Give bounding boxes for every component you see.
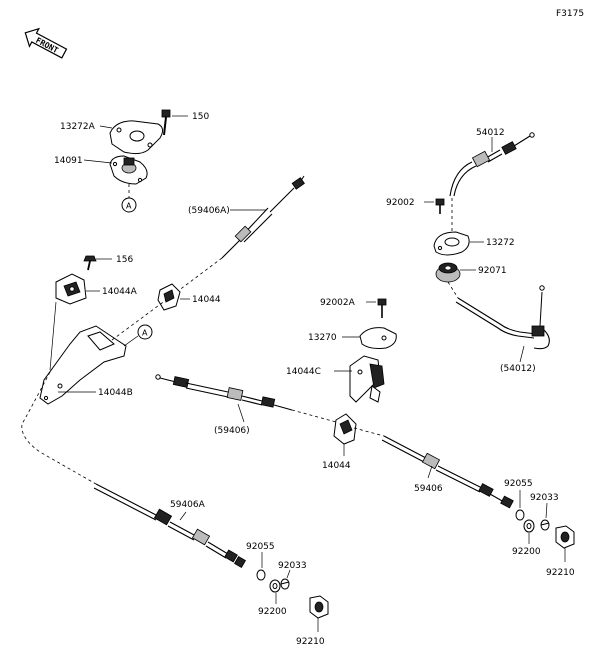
washer-92055-right <box>515 509 525 521</box>
bracket-14044a <box>55 273 87 305</box>
bolt-156 <box>83 255 97 271</box>
label-92200-left: 92200 <box>258 607 287 617</box>
label-59406a: 59406A <box>170 500 206 510</box>
holder-14091 <box>109 155 148 185</box>
label-92033-left: 92033 <box>278 561 307 571</box>
lockwasher-92033-left <box>280 578 290 590</box>
clamp-14044-left <box>157 283 181 311</box>
clamp-14044-middle <box>333 413 357 445</box>
bolt-92002a <box>377 298 387 318</box>
label-54012-paren: (54012) <box>500 364 536 374</box>
label-54012: 54012 <box>476 128 505 138</box>
label-92210-left: 92210 <box>296 637 325 647</box>
cable-59406-right <box>381 435 514 509</box>
lockwasher-92033-right <box>540 519 550 531</box>
page-code: F3175 <box>556 9 584 19</box>
gasket-13272 <box>433 231 470 256</box>
label-13272: 13272 <box>486 238 515 248</box>
label-59406: 59406 <box>414 484 443 494</box>
washer-92200-left <box>269 579 281 593</box>
gasket-13272a <box>109 120 164 155</box>
label-92055-right: 92055 <box>504 479 533 489</box>
label-14044-middle: 14044 <box>322 461 351 471</box>
label-92002: 92002 <box>386 198 415 208</box>
label-59406-paren: (59406) <box>214 426 250 436</box>
cable-59406a-lower <box>93 483 247 569</box>
nut-92210-right <box>555 525 575 549</box>
cable-59406a-upper <box>221 175 305 259</box>
ref-marker-a-lower: A <box>137 324 153 340</box>
label-92002a: 92002A <box>320 298 356 308</box>
grommet-92071 <box>435 262 461 283</box>
bolt-92002 <box>435 198 445 214</box>
label-92200-right: 92200 <box>512 547 541 557</box>
label-92033-right: 92033 <box>530 493 559 503</box>
ref-marker-a-lower-text: A <box>142 329 148 338</box>
nut-92210-left <box>309 595 329 619</box>
bracket-14044b <box>39 325 127 405</box>
label-14044a: 14044A <box>102 287 138 297</box>
label-150: 150 <box>192 112 209 122</box>
label-92210-right: 92210 <box>546 568 575 578</box>
label-13270: 13270 <box>308 333 337 343</box>
label-92071: 92071 <box>478 266 507 276</box>
bracket-14044c <box>349 355 385 403</box>
label-13272a: 13272A <box>60 122 96 132</box>
ref-marker-a-upper: A <box>121 197 137 213</box>
label-92055-left: 92055 <box>246 542 275 552</box>
label-14044c: 14044C <box>286 367 321 377</box>
label-14044-left: 14044 <box>192 295 221 305</box>
washer-92200-right <box>523 519 535 533</box>
label-14091: 14091 <box>54 156 83 166</box>
cable-54012-lower <box>455 285 550 350</box>
label-156: 156 <box>116 255 133 265</box>
front-arrow-icon: FRONT <box>24 27 68 59</box>
label-59406a-upper: (59406A) <box>188 206 230 216</box>
ref-marker-a-upper-text: A <box>126 202 132 211</box>
plate-13270 <box>359 327 397 349</box>
cable-59406-middle <box>155 374 293 411</box>
bolt-150 <box>161 109 171 136</box>
cable-54012-upper <box>449 132 535 197</box>
washer-92055-left <box>256 569 266 581</box>
label-14044b: 14044B <box>98 388 133 398</box>
